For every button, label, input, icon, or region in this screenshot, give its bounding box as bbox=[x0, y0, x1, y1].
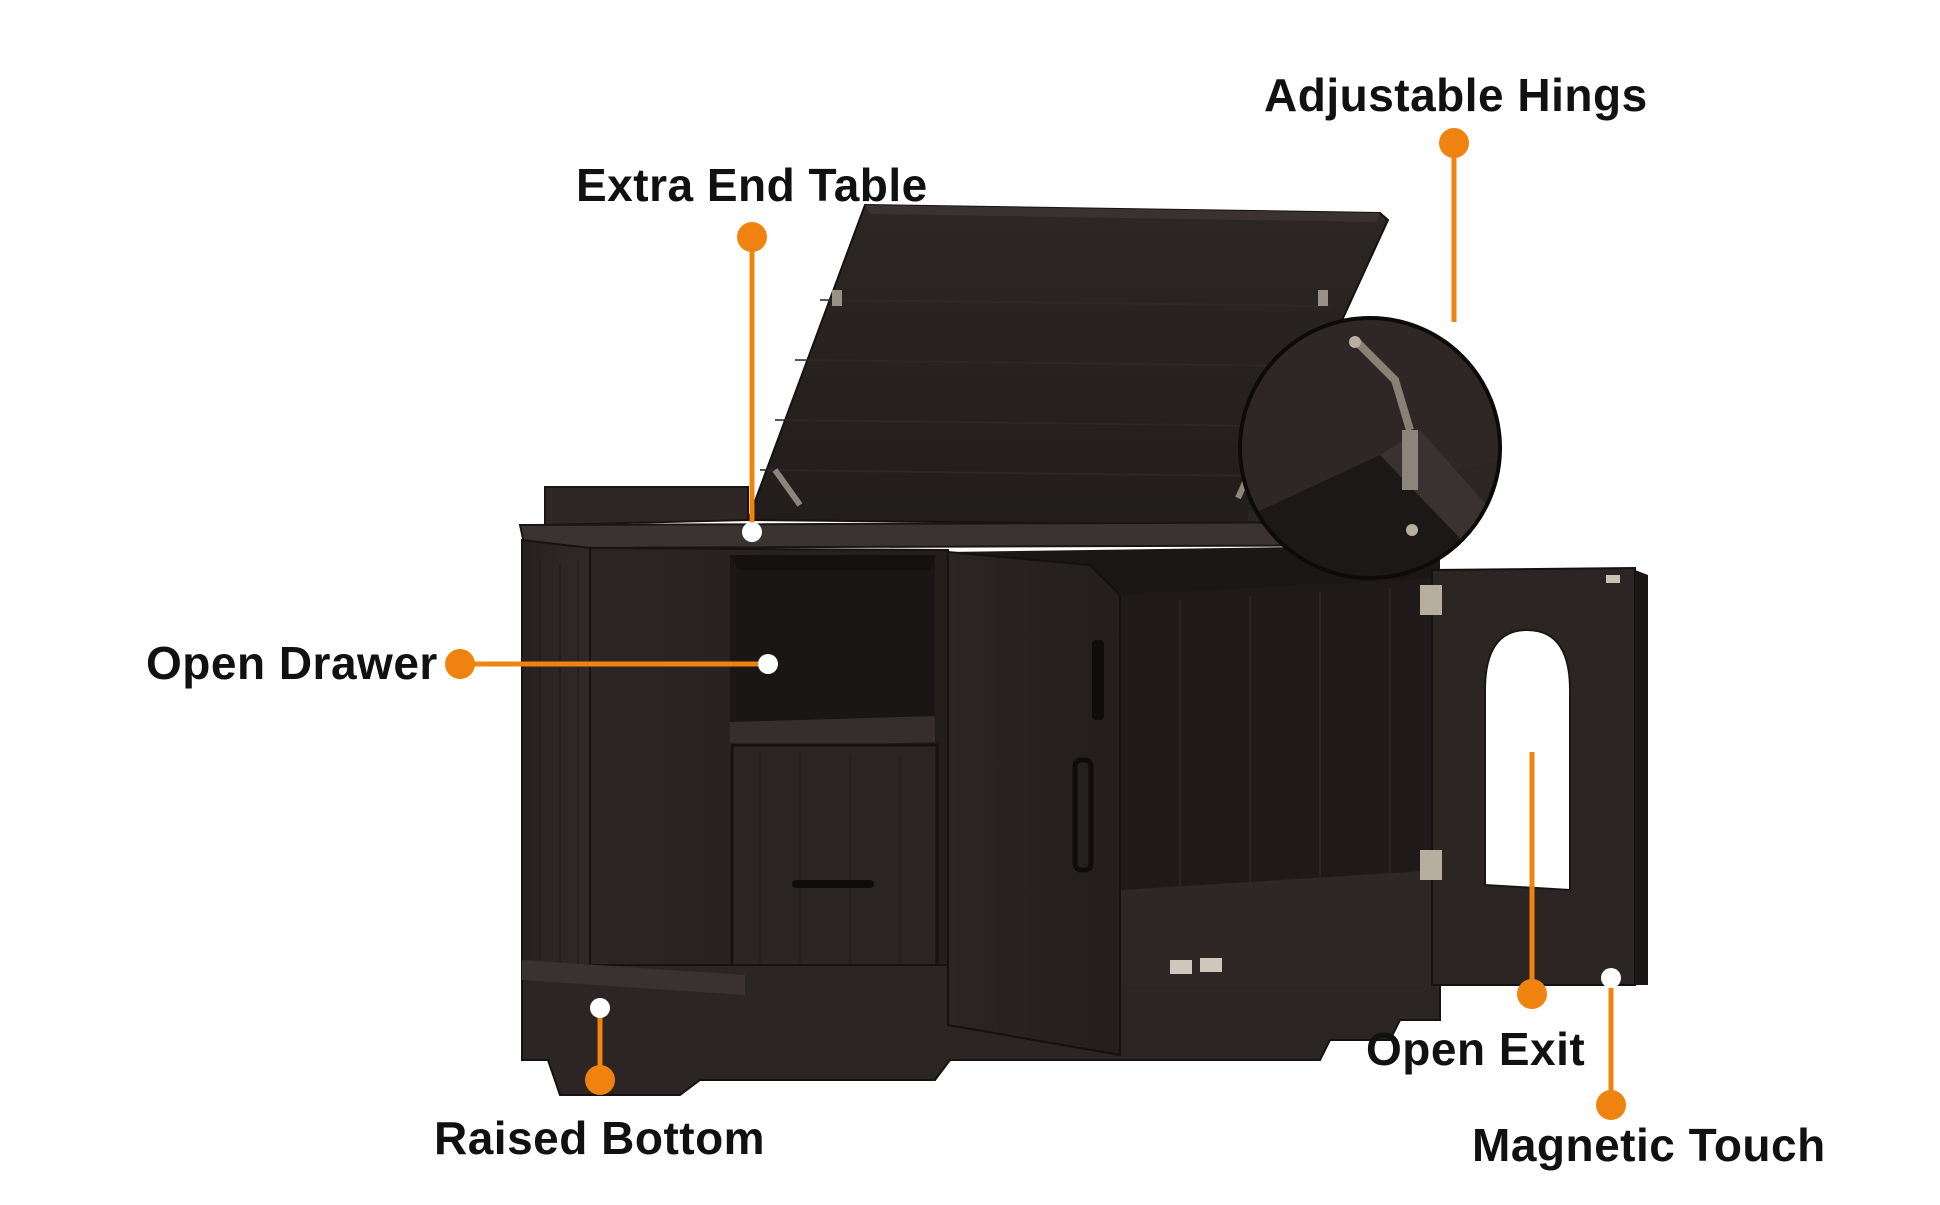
arch-exit-opening bbox=[1484, 628, 1571, 892]
label-raised-bottom: Raised Bottom bbox=[434, 1112, 766, 1164]
raised-bottom-end bbox=[590, 998, 610, 1018]
litter-box-cabinet bbox=[518, 203, 1648, 1096]
label-adjustable-hings: Adjustable Hings bbox=[1264, 69, 1648, 121]
open-drawer-end bbox=[758, 654, 778, 674]
label-extra-end-table: Extra End Table bbox=[576, 159, 928, 211]
label-magnetic-touch: Magnetic Touch bbox=[1472, 1119, 1826, 1171]
extra-end-table-end bbox=[742, 522, 762, 542]
cabinet-left-side bbox=[521, 538, 591, 977]
magnetic-touch-end bbox=[1601, 968, 1621, 988]
extra-end-table-dot bbox=[737, 222, 767, 252]
open-drawer-dot bbox=[445, 649, 475, 679]
adjustable-hings-dot bbox=[1439, 128, 1469, 158]
open-shelf bbox=[730, 555, 935, 738]
raised-bottom-dot bbox=[585, 1065, 615, 1095]
magnetic-touch-dot bbox=[1596, 1090, 1626, 1120]
left-door bbox=[947, 550, 1121, 1057]
label-open-drawer: Open Drawer bbox=[146, 637, 438, 689]
label-open-exit: Open Exit bbox=[1366, 1023, 1586, 1075]
drawer-handle bbox=[792, 880, 874, 888]
open-exit-dot bbox=[1517, 979, 1547, 1009]
callout-dots bbox=[445, 128, 1626, 1120]
callout-lines bbox=[460, 143, 1614, 1105]
